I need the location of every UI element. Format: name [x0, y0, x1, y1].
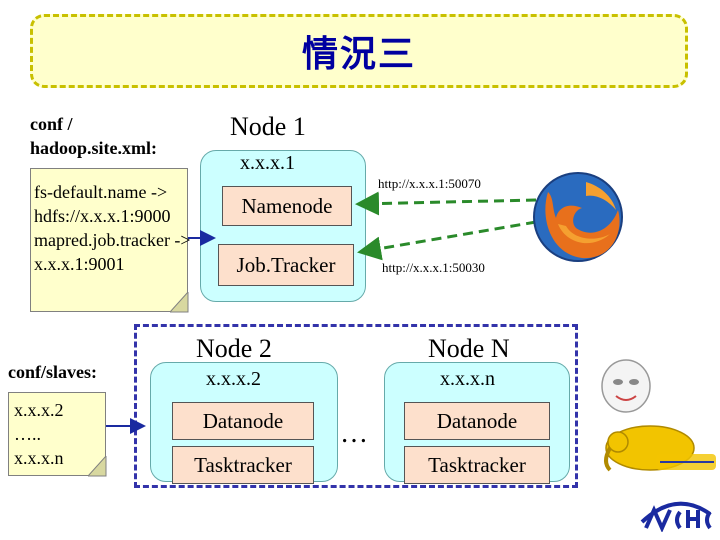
- conf-site-label: conf / hadoop.site.xml:: [30, 114, 158, 158]
- namenode-box: Namenode: [222, 186, 352, 226]
- note-fold-1: [170, 292, 189, 313]
- page-title: 情況三: [301, 33, 416, 75]
- node2-ip: x.x.x.2: [206, 368, 261, 390]
- note-fold-2: [88, 456, 107, 477]
- worker-nodes-group: [134, 324, 578, 488]
- hadoop-elephant-logo-icon: [601, 359, 716, 472]
- namenode-url: http://x.x.x.1:50070: [378, 176, 481, 191]
- conf-site-note: [30, 168, 188, 312]
- node1-title: Node 1: [230, 112, 306, 141]
- jobtracker-url: http://x.x.x.1:50030: [382, 260, 485, 275]
- namenode-web-arrow: [355, 191, 537, 216]
- jobtracker-web-arrow: [357, 220, 537, 261]
- conf-slaves-content: x.x.x.2 ….. x.x.x.n: [14, 400, 64, 468]
- conf-slaves-note: [8, 392, 106, 476]
- firefox-logo-icon: [533, 172, 623, 262]
- jobtracker-box: Job.Tracker: [218, 244, 354, 286]
- conf-site-content: fs-default.name -> hdfs://x.x.x.1:9000 m…: [34, 182, 191, 274]
- nodeN-datanode-box: Datanode: [404, 402, 550, 440]
- nodeN-ip: x.x.x.n: [440, 368, 495, 390]
- nodeN-tasktracker-box: Tasktracker: [404, 446, 550, 484]
- nodeN-title: Node N: [428, 334, 510, 363]
- conf-slaves-label: conf/slaves:: [8, 362, 97, 382]
- title-banner: 情況三: [30, 14, 688, 88]
- node2-tasktracker-box: Tasktracker: [172, 446, 314, 484]
- node2-title: Node 2: [196, 334, 272, 363]
- node1-ip: x.x.x.1: [240, 152, 295, 174]
- node2-datanode-box: Datanode: [172, 402, 314, 440]
- nchc-logo-icon: [640, 501, 712, 532]
- more-nodes-ellipsis: …: [340, 418, 368, 449]
